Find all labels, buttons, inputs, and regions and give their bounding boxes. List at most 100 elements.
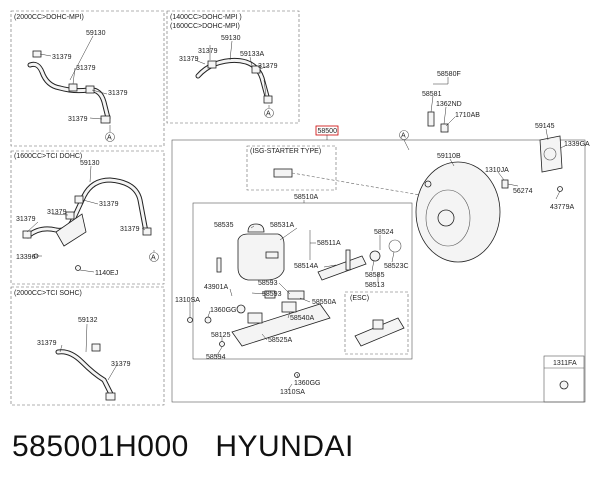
part-label: 1310JA <box>485 167 509 174</box>
part-label: 58585 <box>365 272 385 279</box>
part-label: 31379 <box>120 226 140 233</box>
reference-mark: A <box>401 133 406 140</box>
part-label: 1310SA <box>280 389 305 396</box>
gasket-hole <box>543 147 557 161</box>
part-label: 58540A <box>290 315 314 322</box>
part-label: 58535 <box>214 222 234 229</box>
part-label: 31379 <box>16 216 36 223</box>
hose-clamp <box>142 227 152 236</box>
panel-title: (2000CC>TCI SOHC) <box>14 290 82 297</box>
reservoir-outlet <box>265 251 279 259</box>
part-label: 43901A <box>204 284 228 291</box>
part-label: 59130 <box>86 30 106 37</box>
isg-starter-box <box>246 145 337 191</box>
esc-master-cylinder <box>354 317 405 347</box>
part-label: 58593 <box>258 280 278 287</box>
check-valve <box>424 180 432 188</box>
brake-booster <box>415 161 501 263</box>
main-labels: 58580F 58581 1362ND 1710AB 59145 1339GA … <box>175 71 590 396</box>
bracket <box>55 213 87 247</box>
small-part-label: 1311FA <box>553 360 577 367</box>
part-label: 31379 <box>68 116 88 123</box>
esc-title: (ESC) <box>350 295 369 302</box>
nut <box>557 186 563 192</box>
isg-title: (ISG-STARTER TYPE) <box>250 148 321 155</box>
part-label: 1360GG <box>210 307 236 314</box>
part-label: 31379 <box>108 90 128 97</box>
reference-circle <box>105 132 115 142</box>
part-label: 43779A <box>550 204 574 211</box>
hose-clamp <box>68 83 78 92</box>
part-label: 31379 <box>52 54 72 61</box>
hose-clamp <box>207 60 217 69</box>
hose-clamp <box>91 343 101 352</box>
vacuum-fitting <box>427 111 435 127</box>
o-ring <box>369 250 381 262</box>
hose-clamp <box>85 85 95 94</box>
panel-2000cc-tci-sohc: (2000CC>TCI SOHC) 59132 31379 31379 <box>10 286 165 406</box>
booster-hub <box>437 209 455 227</box>
reservoir-cap <box>247 223 265 233</box>
panel-title: (2000CC>DOHC-MPI) <box>14 14 84 21</box>
level-sensor <box>216 257 222 273</box>
part-label: 31379 <box>179 56 199 63</box>
part-label: 59110B <box>437 153 461 160</box>
master-cylinder <box>231 303 331 347</box>
panel-2000cc-dohc-mpi: (2000CC>DOHC-MPI) A 59130 31379 31379 31… <box>10 10 165 147</box>
panel-title: (1600CC>DOHC-MPI) <box>170 23 240 30</box>
esc-box <box>344 291 409 355</box>
part-label: 58525A <box>268 337 292 344</box>
part-label: 58513 <box>365 282 385 289</box>
bolt <box>187 317 193 323</box>
part-label: 31379 <box>258 63 278 70</box>
small-part-box <box>543 355 585 403</box>
part-label: 58593 <box>262 291 282 298</box>
part-label: 59130 <box>221 35 241 42</box>
reference-mark: A <box>107 135 112 142</box>
reference-circle <box>149 252 159 262</box>
panel-title: (1400CC>DOHC-MPI ) <box>170 14 242 21</box>
panel-title: (1600CC>TCI DOHC) <box>14 153 82 160</box>
bolt <box>75 265 81 271</box>
bolt <box>219 341 225 347</box>
part-label: 56274 <box>513 188 533 195</box>
grommet <box>264 290 276 299</box>
push-rod <box>345 249 351 271</box>
part-label: 31379 <box>47 209 67 216</box>
part-label: 31379 <box>37 340 57 347</box>
gasket-plate <box>539 135 563 173</box>
master-cylinder-port <box>247 312 263 324</box>
assembly-number: 58500 <box>318 128 338 135</box>
part-label: 58550A <box>312 299 336 306</box>
piston-assembly <box>317 255 367 281</box>
clip-icon <box>559 380 569 390</box>
part-label: 58125 <box>211 332 231 339</box>
part-label: 31379 <box>76 65 96 72</box>
master-cylinder-port <box>281 301 297 313</box>
part-label: 58580F <box>437 71 461 78</box>
parts-diagram: (2000CC>DOHC-MPI) A 59130 31379 31379 31… <box>10 10 590 406</box>
hose-clamp <box>65 211 75 220</box>
part-label: 31379 <box>99 201 119 208</box>
part-label: 58531A <box>270 222 294 229</box>
hose-clamp <box>74 195 84 204</box>
part-label: 58514A <box>294 263 318 270</box>
clip <box>501 179 509 189</box>
panel-1600cc-tci-dohc: (1600CC>TCI DOHC) A 59130 31379 31379 31… <box>10 150 165 285</box>
esc-port <box>372 319 384 330</box>
part-label: 1710AB <box>455 112 480 119</box>
part-label: 58594 <box>206 354 226 361</box>
fluid-reservoir <box>237 233 285 281</box>
part-label: 59132 <box>78 317 98 324</box>
reference-mark: A <box>266 111 271 118</box>
hose-clamp <box>251 65 261 74</box>
part-label: 31379 <box>111 361 131 368</box>
sensor <box>236 304 246 314</box>
hose-clamp <box>32 50 42 58</box>
part-label: 1360GG <box>294 380 320 387</box>
part-label: 59130 <box>80 160 100 167</box>
hose-clamp <box>100 115 111 124</box>
hose-clamp <box>263 95 273 104</box>
part-label: 1339GA <box>564 141 590 148</box>
master-cylinder-box <box>192 202 413 360</box>
